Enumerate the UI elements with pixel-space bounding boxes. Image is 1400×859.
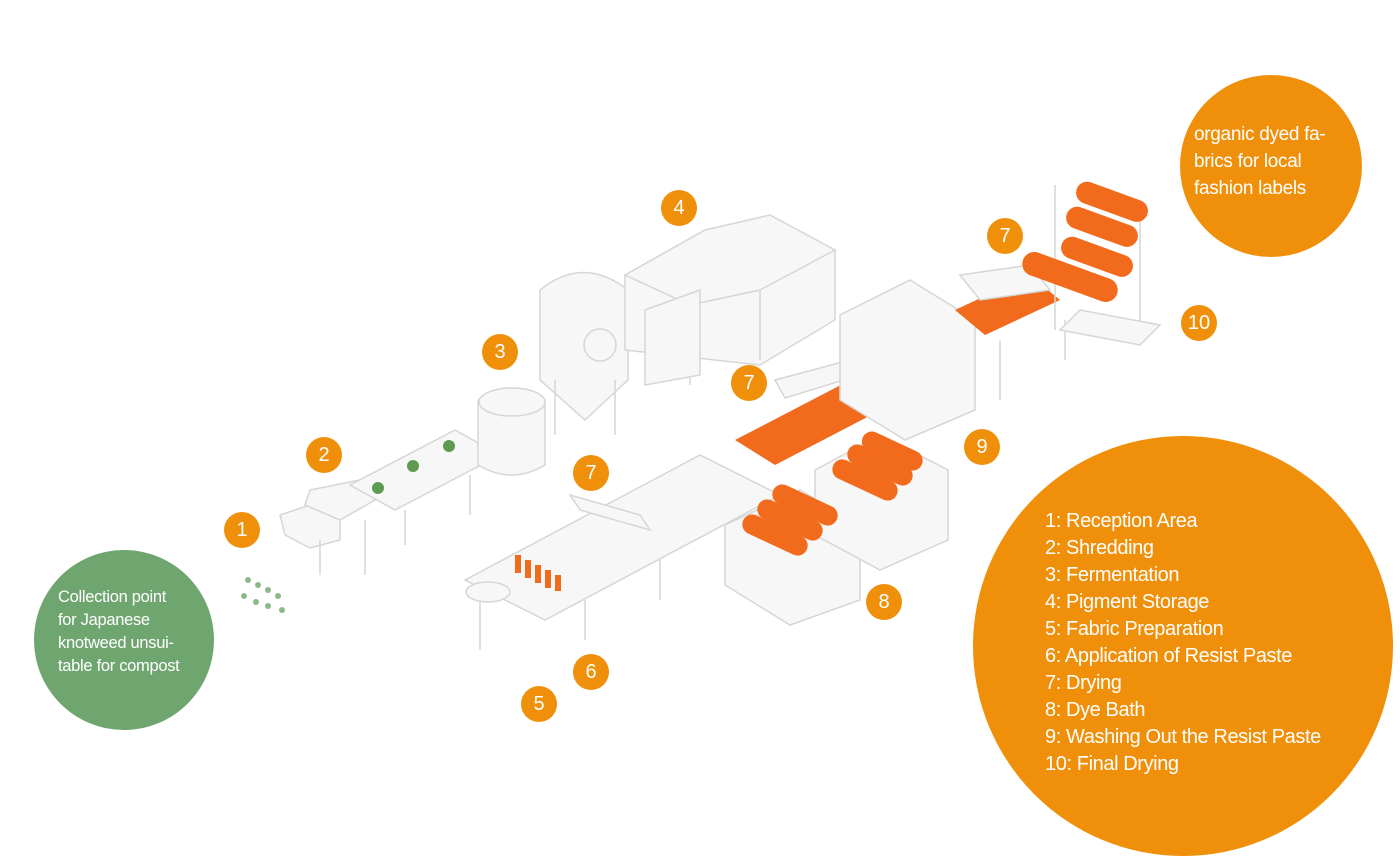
legend-item: 2: Shredding <box>1045 537 1154 559</box>
collection-line: Collection point <box>58 588 167 606</box>
step-badge-7: 7 <box>987 218 1023 254</box>
step-badge-8: 8 <box>866 584 902 620</box>
final-drying-rack <box>1022 181 1162 346</box>
reception-machine <box>279 479 377 575</box>
collection-line: knotweed unsui- <box>58 634 174 652</box>
step-badge-6: 6 <box>573 654 609 690</box>
fabric-preparation-line <box>463 454 782 650</box>
collection-line: for Japanese <box>58 611 150 629</box>
fermentation-bin <box>477 387 546 476</box>
legend-circle: 1: Reception Area 2: Shredding 3: Fermen… <box>973 436 1393 856</box>
step-badge-3: 3 <box>482 334 518 370</box>
output-line: organic dyed fa- <box>1194 124 1326 145</box>
step-badge-10: 10 <box>1181 305 1217 341</box>
legend-item: 3: Fermentation <box>1045 564 1180 586</box>
step-badge-1: 1 <box>224 512 260 548</box>
step-badge-7: 7 <box>731 365 767 401</box>
output-line: brics for local <box>1194 151 1302 172</box>
output-circle: organic dyed fa- brics for local fashion… <box>1180 75 1362 257</box>
fermentation-tank <box>539 271 629 435</box>
collection-point-circle: Collection point for Japanese knotweed u… <box>34 550 214 730</box>
step-badge-9: 9 <box>964 429 1000 465</box>
legend-item: 4: Pigment Storage <box>1045 591 1210 613</box>
legend-item: 8: Dye Bath <box>1045 699 1146 721</box>
dye-bath-tanks <box>724 431 949 626</box>
collection-line: table for compost <box>58 657 180 675</box>
legend-item: 5: Fabric Preparation <box>1045 618 1224 640</box>
step-badge-5: 5 <box>521 686 557 722</box>
step-badge-2: 2 <box>306 437 342 473</box>
legend-item: 9: Washing Out the Resist Paste <box>1045 726 1321 748</box>
pigment-storage-containers <box>623 214 837 386</box>
output-line: fashion labels <box>1194 178 1306 199</box>
legend-item: 10: Final Drying <box>1045 753 1179 775</box>
step-badge-7: 7 <box>573 455 609 491</box>
drying-conveyor <box>735 264 1066 465</box>
legend-item: 7: Drying <box>1045 672 1122 694</box>
legend-item: 1: Reception Area <box>1045 510 1198 532</box>
shredding-conveyor <box>348 429 502 545</box>
knotweed-plants <box>241 577 285 613</box>
legend-item: 6: Application of Resist Paste <box>1045 645 1293 667</box>
step-badge-4: 4 <box>661 190 697 226</box>
